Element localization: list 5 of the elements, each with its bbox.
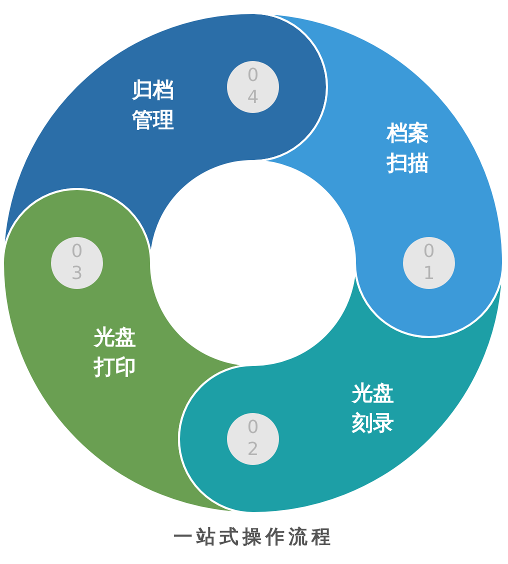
caption: 一站式操作流程 xyxy=(172,525,336,550)
segment-label: 归档管理 xyxy=(130,77,175,134)
segment-label: 光盘刻录 xyxy=(350,380,395,437)
segment-label: 档案扫描 xyxy=(385,120,430,177)
segment-label: 光盘打印 xyxy=(92,324,137,381)
